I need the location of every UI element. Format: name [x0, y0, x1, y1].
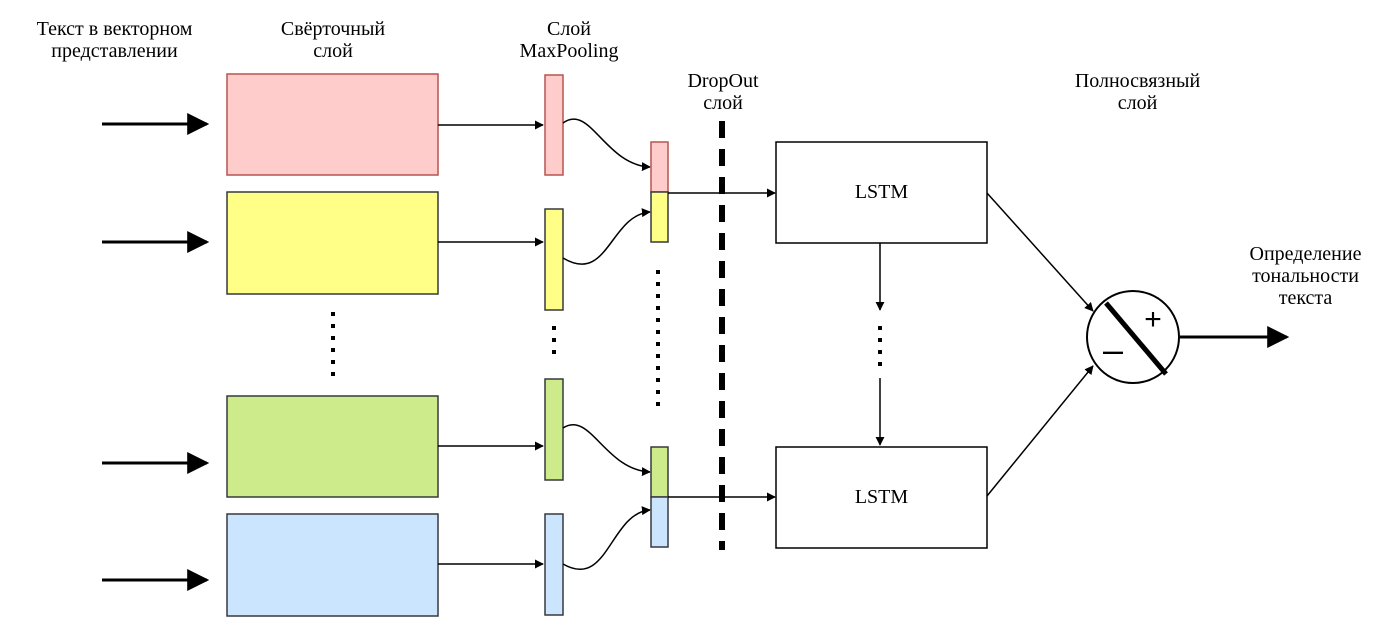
label-input: Текст в векторном представлении — [12, 18, 217, 62]
label-output-line2: тональности — [1252, 265, 1359, 287]
conv-box-pink — [226, 73, 439, 176]
label-pool-line1: Слой — [546, 18, 592, 40]
lstm-box-top — [775, 141, 988, 244]
label-output: Определение тональности текста — [1228, 243, 1383, 309]
pool-bar-pink — [544, 74, 564, 176]
sign-minus: – — [1103, 329, 1123, 370]
label-conv: Свёрточный слой — [243, 18, 423, 62]
concat-bar-green — [650, 446, 669, 498]
concat-bar-yellow — [650, 191, 669, 243]
label-output-line3: текста — [1278, 287, 1333, 309]
label-dense: Полносвязный слой — [1050, 70, 1225, 114]
label-pool-line2: MaxPooling — [519, 40, 619, 62]
lstm-dense-arrow-bottom — [986, 365, 1094, 497]
pool-concat-curve-4 — [562, 506, 651, 571]
concat-bar-blue — [650, 496, 669, 548]
pool-concat-curve-1 — [562, 118, 651, 172]
label-conv-line2: слой — [313, 40, 353, 62]
label-pool: Слой MaxPooling — [514, 18, 624, 62]
conv-box-yellow — [226, 191, 439, 295]
dense-circle-slash — [1104, 301, 1168, 376]
pool-concat-curve-2 — [562, 208, 651, 265]
label-dropout-line2: слой — [703, 92, 743, 114]
label-input-line2: представлении — [51, 40, 178, 62]
label-output-line1: Определение — [1249, 243, 1362, 265]
conv-box-blue — [226, 513, 439, 617]
lstm-box-bottom — [775, 446, 988, 549]
label-conv-line1: Свёрточный — [280, 18, 386, 40]
conv-box-green — [226, 395, 439, 498]
label-dropout: DropOut слой — [668, 70, 778, 114]
pool-concat-curve-3 — [562, 424, 651, 477]
pool-bar-yellow — [544, 208, 564, 311]
label-dense-line1: Полносвязный — [1074, 70, 1201, 92]
concat-bar-pink — [650, 141, 669, 193]
lstm-dense-arrow-top — [986, 192, 1094, 312]
label-input-line1: Текст в векторном — [36, 18, 193, 40]
sign-plus: + — [1144, 303, 1162, 336]
lstm-top-label: LSTM — [854, 181, 909, 203]
lstm-bottom-label: LSTM — [854, 486, 909, 508]
pool-bar-green — [544, 378, 564, 481]
pool-bar-blue — [544, 513, 564, 616]
label-dropout-line1: DropOut — [687, 70, 759, 92]
label-dense-line2: слой — [1117, 92, 1158, 114]
